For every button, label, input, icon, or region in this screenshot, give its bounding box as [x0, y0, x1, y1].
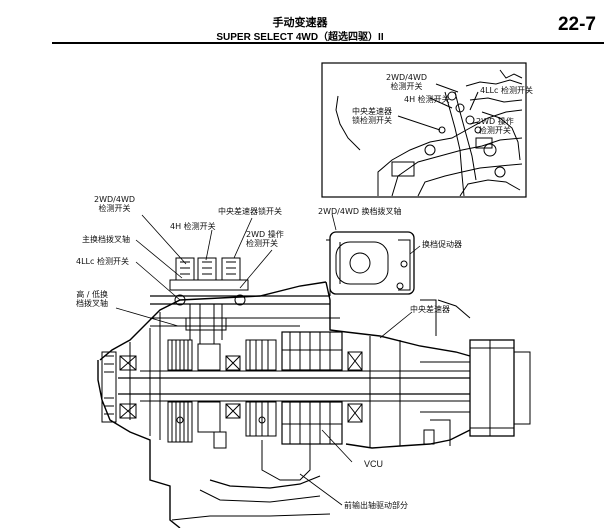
header-rule	[52, 42, 604, 44]
inset-label-4h-switch: 4H 检测开关	[404, 95, 450, 104]
page-title: 手动变速器	[272, 16, 328, 29]
inset-label-2wd-op-switch: 2WD 操作 检测开关	[476, 117, 514, 135]
label-vcu: VCU	[364, 459, 384, 469]
inset-label-center-diff-lock-switch: 中央差速器 锁检测开关	[352, 107, 392, 125]
inset-illustration	[321, 62, 527, 198]
leader-lines	[115, 213, 421, 506]
label-4h-switch: 4H 检测开关	[170, 222, 216, 231]
label-2wd4wd-shift-fork-shaft: 2WD/4WD 换档拨叉轴	[318, 207, 402, 216]
label-4llc-switch: 4LLc 检测开关	[76, 257, 129, 266]
label-main-shift-fork-shaft: 主换档拨叉轴	[82, 235, 130, 244]
label-center-diff-lock-switch: 中央差速器锁开关	[218, 207, 282, 216]
inset-label-2wd4wd-switch: 2WD/4WD 检测开关	[386, 73, 428, 91]
main-cross-section	[97, 231, 531, 528]
inset-label-4llc-switch: 4LLc 检测开关	[480, 86, 533, 95]
page-header: 手动变速器 SUPER SELECT 4WD（超选四驱）II 22-7	[0, 0, 606, 48]
page-number: 22-7	[557, 14, 596, 35]
label-center-diff: 中央差速器	[410, 305, 450, 314]
label-2wd-op-switch: 2WD 操作 检测开关	[246, 230, 284, 248]
label-hilo-shift-fork-shaft: 高 / 低换 档拨叉轴	[76, 290, 108, 308]
label-front-output-drive: 前输出轴驱动部分	[344, 501, 408, 510]
page-subtitle: SUPER SELECT 4WD（超选四驱）II	[216, 32, 384, 43]
label-shift-actuator: 换档促动器	[422, 240, 462, 249]
label-2wd4wd-switch: 2WD/4WD 检测开关	[94, 195, 136, 213]
